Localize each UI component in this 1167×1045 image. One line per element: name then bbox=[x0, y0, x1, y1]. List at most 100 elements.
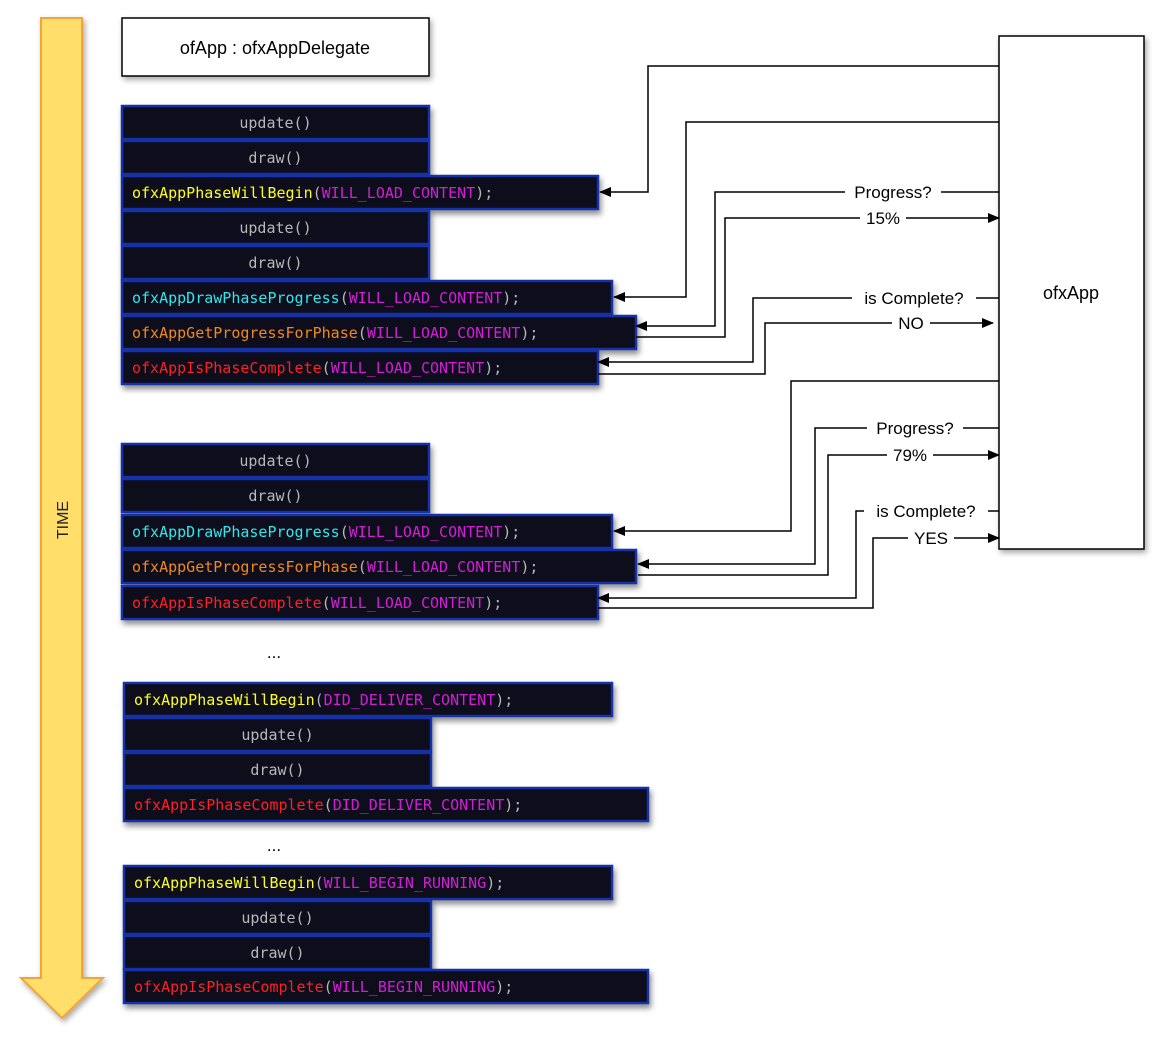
call-paren: ( bbox=[322, 359, 331, 377]
call-box-c1: update() bbox=[120, 104, 431, 141]
call-box-bg bbox=[120, 513, 614, 550]
call-box-c13: ofxAppIsPhaseComplete(WILL_LOAD_CONTENT)… bbox=[120, 584, 600, 621]
call-box-bg bbox=[120, 104, 431, 141]
call-function-name: ofxAppGetProgressForPhase bbox=[132, 558, 358, 576]
call-function-name: ofxAppPhaseWillBegin bbox=[132, 184, 313, 202]
call-paren: ( bbox=[324, 978, 333, 996]
label-complete-1: is Complete? bbox=[864, 289, 963, 308]
label-answer-2: YES bbox=[914, 529, 948, 548]
call-code: ofxAppDrawPhaseProgress(WILL_LOAD_CONTEN… bbox=[132, 523, 520, 541]
call-terminator: ); bbox=[475, 184, 493, 202]
call-box-c10: draw() bbox=[120, 477, 431, 514]
call-code: update() bbox=[239, 114, 311, 132]
call-function-name: ofxAppDrawPhaseProgress bbox=[132, 523, 340, 541]
call-box-c14: ofxAppPhaseWillBegin(DID_DELIVER_CONTENT… bbox=[122, 681, 614, 718]
call-code: update() bbox=[239, 452, 311, 470]
time-arrow: TIME bbox=[18, 17, 106, 1020]
call-argument: WILL_LOAD_CONTENT bbox=[322, 184, 476, 202]
ofxapp-box bbox=[998, 35, 1145, 550]
call-box-bg bbox=[120, 548, 638, 585]
call-box-c12: ofxAppGetProgressForPhase(WILL_LOAD_CONT… bbox=[120, 548, 638, 585]
call-paren: ( bbox=[340, 523, 349, 541]
call-box-bg bbox=[122, 716, 433, 753]
delegate-title: ofApp : ofxAppDelegate bbox=[180, 38, 370, 58]
call-argument: WILL_LOAD_CONTENT bbox=[349, 289, 503, 307]
connector-m2 bbox=[613, 121, 999, 302]
call-box-bg bbox=[120, 314, 638, 351]
call-box-bg bbox=[122, 899, 433, 936]
call-box-c6: ofxAppDrawPhaseProgress(WILL_LOAD_CONTEN… bbox=[120, 279, 614, 316]
call-argument: WILL_BEGIN_RUNNING bbox=[324, 874, 487, 892]
call-code: ofxAppDrawPhaseProgress(WILL_LOAD_CONTEN… bbox=[132, 289, 520, 307]
call-box-c20: draw() bbox=[122, 934, 433, 971]
call-box-bg bbox=[122, 864, 614, 901]
call-box-bg bbox=[122, 934, 433, 971]
call-code: draw() bbox=[250, 944, 304, 962]
connector-m10 bbox=[597, 510, 999, 603]
call-argument: DID_DELIVER_CONTENT bbox=[333, 796, 505, 814]
call-paren: ( bbox=[340, 289, 349, 307]
call-code: ofxAppPhaseWillBegin(WILL_LOAD_CONTENT); bbox=[132, 184, 493, 202]
call-paren: ( bbox=[358, 324, 367, 342]
connector-m4 bbox=[636, 213, 1000, 338]
label-progress-2: Progress? bbox=[876, 419, 953, 438]
call-function-name: ofxAppIsPhaseComplete bbox=[134, 978, 324, 996]
connector-m1 bbox=[599, 65, 999, 197]
call-plain-text: draw() bbox=[248, 254, 302, 272]
connector-m7 bbox=[613, 380, 999, 536]
call-argument: WILL_LOAD_CONTENT bbox=[367, 558, 521, 576]
message-labels: Progress? 15% is Complete? NO Progress? … bbox=[845, 182, 988, 548]
delegate-calls: update()draw()ofxAppPhaseWillBegin(WILL_… bbox=[120, 104, 650, 1005]
call-box-c18: ofxAppPhaseWillBegin(WILL_BEGIN_RUNNING)… bbox=[122, 864, 614, 901]
call-box-bg bbox=[120, 139, 431, 176]
call-plain-text: draw() bbox=[248, 487, 302, 505]
call-code: ofxAppIsPhaseComplete(WILL_BEGIN_RUNNING… bbox=[134, 978, 513, 996]
call-paren: ( bbox=[315, 874, 324, 892]
call-code: draw() bbox=[248, 254, 302, 272]
call-function-name: ofxAppPhaseWillBegin bbox=[134, 691, 315, 709]
call-terminator: ); bbox=[520, 558, 538, 576]
call-plain-text: draw() bbox=[250, 761, 304, 779]
call-code: ofxAppGetProgressForPhase(WILL_LOAD_CONT… bbox=[132, 324, 538, 342]
call-terminator: ); bbox=[520, 324, 538, 342]
call-plain-text: update() bbox=[239, 452, 311, 470]
call-box-bg bbox=[120, 174, 600, 211]
call-function-name: ofxAppGetProgressForPhase bbox=[132, 324, 358, 342]
ellipsis-2: ... bbox=[267, 836, 281, 855]
call-box-c5: draw() bbox=[120, 244, 431, 281]
call-code: ofxAppIsPhaseComplete(WILL_LOAD_CONTENT)… bbox=[132, 359, 502, 377]
connector-m6 bbox=[598, 318, 994, 375]
call-terminator: ); bbox=[502, 523, 520, 541]
call-argument: WILL_LOAD_CONTENT bbox=[367, 324, 521, 342]
call-box-c8: ofxAppIsPhaseComplete(WILL_LOAD_CONTENT)… bbox=[120, 349, 600, 386]
call-paren: ( bbox=[313, 184, 322, 202]
call-box-bg bbox=[120, 442, 431, 479]
time-label: TIME bbox=[55, 501, 72, 539]
call-argument: WILL_LOAD_CONTENT bbox=[349, 523, 503, 541]
call-box-c7: ofxAppGetProgressForPhase(WILL_LOAD_CONT… bbox=[120, 314, 638, 351]
label-complete-2: is Complete? bbox=[876, 502, 975, 521]
call-box-c2: draw() bbox=[120, 139, 431, 176]
call-code: ofxAppPhaseWillBegin(WILL_BEGIN_RUNNING)… bbox=[134, 874, 504, 892]
delegate-header bbox=[121, 17, 430, 77]
call-argument: WILL_LOAD_CONTENT bbox=[331, 594, 485, 612]
label-answer-1: NO bbox=[898, 314, 924, 333]
call-function-name: ofxAppIsPhaseComplete bbox=[132, 359, 322, 377]
call-paren: ( bbox=[322, 594, 331, 612]
call-terminator: ); bbox=[495, 691, 513, 709]
call-terminator: ); bbox=[502, 289, 520, 307]
ofxapp-title: ofxApp bbox=[1043, 283, 1099, 303]
call-box-c19: update() bbox=[122, 899, 433, 936]
call-terminator: ); bbox=[484, 359, 502, 377]
call-box-bg bbox=[122, 786, 650, 823]
call-box-c16: draw() bbox=[122, 751, 433, 788]
call-function-name: ofxAppDrawPhaseProgress bbox=[132, 289, 340, 307]
call-box-bg bbox=[120, 244, 431, 281]
call-box-c3: ofxAppPhaseWillBegin(WILL_LOAD_CONTENT); bbox=[120, 174, 600, 211]
call-function-name: ofxAppPhaseWillBegin bbox=[134, 874, 315, 892]
call-argument: WILL_LOAD_CONTENT bbox=[331, 359, 485, 377]
call-code: ofxAppIsPhaseComplete(WILL_LOAD_CONTENT)… bbox=[132, 594, 502, 612]
message-connectors bbox=[597, 65, 1000, 609]
label-progress-1: Progress? bbox=[854, 183, 931, 202]
